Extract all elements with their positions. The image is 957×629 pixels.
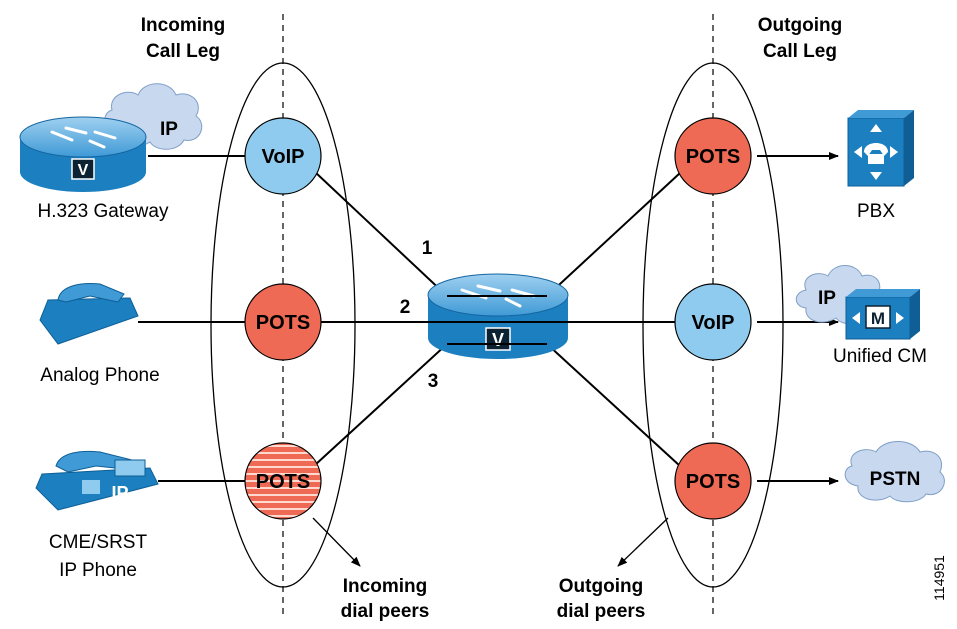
incoming-pots-dial-peer-2: POTS <box>244 442 322 520</box>
h323-router-icon: V <box>19 116 147 192</box>
path-2-label: 2 <box>400 297 411 318</box>
unified-cm-badge: M <box>871 309 885 328</box>
pbx-label: PBX <box>857 201 895 222</box>
ip-phone-label-line1: CME/SRST <box>49 532 148 553</box>
outgoing-voip-label: VoIP <box>692 312 735 334</box>
h323-cloud-label: IP <box>160 119 178 140</box>
incoming-pots-label-1: POTS <box>256 312 310 334</box>
center-router-badge: V <box>492 330 504 350</box>
outgoing-pots-dial-peer-2: POTS <box>674 442 752 520</box>
path-3-label: 3 <box>428 371 439 392</box>
center-router-icon: V <box>427 273 569 359</box>
outgoing-pots-label-2: POTS <box>686 471 740 493</box>
incoming-pots-label-2: POTS <box>256 471 310 493</box>
incoming-dial-peers-line1: Incoming <box>343 576 427 597</box>
ip-phone-badge: IP <box>111 483 128 503</box>
incoming-pots-dial-peer-1: POTS <box>244 283 322 361</box>
outgoing-dial-peers-pointer <box>617 517 669 567</box>
incoming-voip-dial-peer: VoIP <box>244 117 322 195</box>
outgoing-pots-label-1: POTS <box>686 146 740 168</box>
incoming-header-line1: Incoming <box>141 15 225 36</box>
pstn-cloud-icon <box>844 441 945 503</box>
analog-phone-device: Analog Phone <box>39 283 160 386</box>
h323-badge: V <box>78 162 89 179</box>
analog-phone-icon <box>39 283 139 345</box>
pbx-device: PBX <box>847 110 914 222</box>
outgoing-voip-dial-peer: VoIP <box>674 283 752 361</box>
figure-id: 114951 <box>931 555 947 601</box>
path-1-label: 1 <box>422 238 433 259</box>
outgoing-pots-dial-peer-1: POTS <box>674 117 752 195</box>
incoming-voip-label: VoIP <box>262 146 305 168</box>
analog-phone-label: Analog Phone <box>40 365 159 386</box>
incoming-header-line2: Call Leg <box>146 41 220 62</box>
ip-phone-device: IP CME/SRST IP Phone <box>35 450 159 581</box>
pbx-icon <box>847 110 914 187</box>
outgoing-header-line1: Outgoing <box>758 15 842 36</box>
pstn-label: PSTN <box>870 469 921 490</box>
pstn-device: PSTN <box>844 441 945 503</box>
unified-cm-icon: M <box>845 289 920 340</box>
unified-cm-cloud-label: IP <box>818 288 836 309</box>
ip-phone-icon: IP <box>35 450 159 511</box>
ip-phone-label-line2: IP Phone <box>59 560 137 581</box>
outgoing-dial-peers-line1: Outgoing <box>559 576 643 597</box>
unified-cm-label: Unified CM <box>833 346 927 367</box>
incoming-dial-peer-group <box>210 62 356 588</box>
incoming-dial-peers-pointer <box>312 517 361 567</box>
unified-cm-device: IP M Unified CM <box>795 265 927 367</box>
outgoing-dial-peer-group <box>642 62 784 588</box>
outgoing-header-line2: Call Leg <box>763 41 837 62</box>
path-3-line <box>314 343 681 467</box>
h323-gateway-device: IP V H.323 Gateway <box>19 83 203 222</box>
incoming-dial-peers-line2: dial peers <box>341 601 430 622</box>
h323-gateway-label: H.323 Gateway <box>38 201 169 222</box>
outgoing-dial-peers-line2: dial peers <box>557 601 646 622</box>
